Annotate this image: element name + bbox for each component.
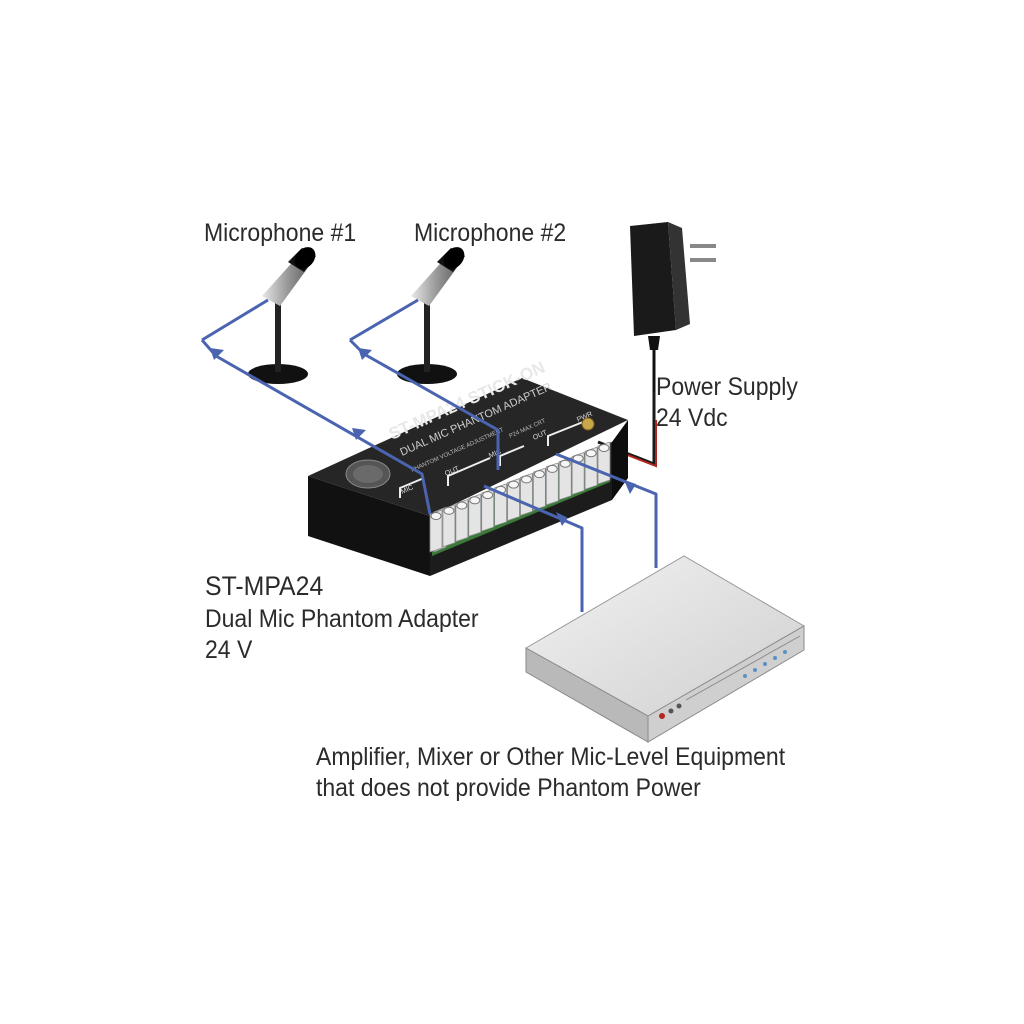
- terminal-screw: [469, 496, 481, 505]
- label-microphone-1: Microphone #1: [204, 218, 356, 249]
- device-voltage: 24 V: [205, 636, 253, 664]
- power-supply: [630, 222, 716, 392]
- signal-wires: [200, 298, 658, 612]
- microphone-2: [397, 247, 465, 384]
- terminal-screw: [430, 512, 442, 520]
- terminal-block: [532, 467, 546, 511]
- terminal-screw: [482, 491, 494, 500]
- terminal-screw: [585, 449, 597, 458]
- terminal-screw: [456, 501, 468, 510]
- microphone-2-label: Microphone #2: [414, 219, 567, 247]
- terminal-block: [468, 493, 482, 537]
- terminal-screw: [443, 506, 455, 515]
- equipment-line-1: Amplifier, Mixer or Other Mic-Level Equi…: [316, 743, 786, 771]
- terminal-screw: [598, 444, 610, 452]
- power-supply-line-2: 24 Vdc: [656, 404, 728, 433]
- label-power-supply: Power Supply 24 Vdc: [656, 372, 798, 435]
- terminal-screw: [559, 459, 571, 468]
- label-microphone-2: Microphone #2: [414, 218, 566, 249]
- terminal-block: [545, 462, 559, 506]
- terminal-label: MIC: [488, 448, 503, 460]
- terminal-block: [481, 488, 495, 532]
- terminal-screw: [520, 475, 532, 484]
- terminal-block: [442, 504, 456, 548]
- terminal-screw: [533, 470, 545, 479]
- terminal-block: [455, 498, 469, 543]
- signal-arrows: [210, 348, 636, 526]
- amplifier-mixer-equipment: [524, 555, 805, 743]
- label-device: ST-MPA24 Dual Mic Phantom Adapter 24 V: [205, 570, 479, 666]
- microphone-1-label: Microphone #1: [204, 219, 357, 247]
- terminal-screw: [508, 480, 520, 489]
- terminal-block: [429, 509, 443, 553]
- microphone-1: [248, 247, 316, 384]
- power-supply-line-1: Power Supply: [656, 373, 798, 401]
- label-equipment: Amplifier, Mixer or Other Mic-Level Equi…: [316, 742, 785, 805]
- terminal-label: MIC: [400, 484, 415, 496]
- terminal-screw: [546, 464, 558, 473]
- device-model: ST-MPA24: [205, 571, 324, 601]
- equipment-line-2: that does not provide Phantom Power: [316, 774, 701, 803]
- device-description: Dual Mic Phantom Adapter: [205, 604, 479, 633]
